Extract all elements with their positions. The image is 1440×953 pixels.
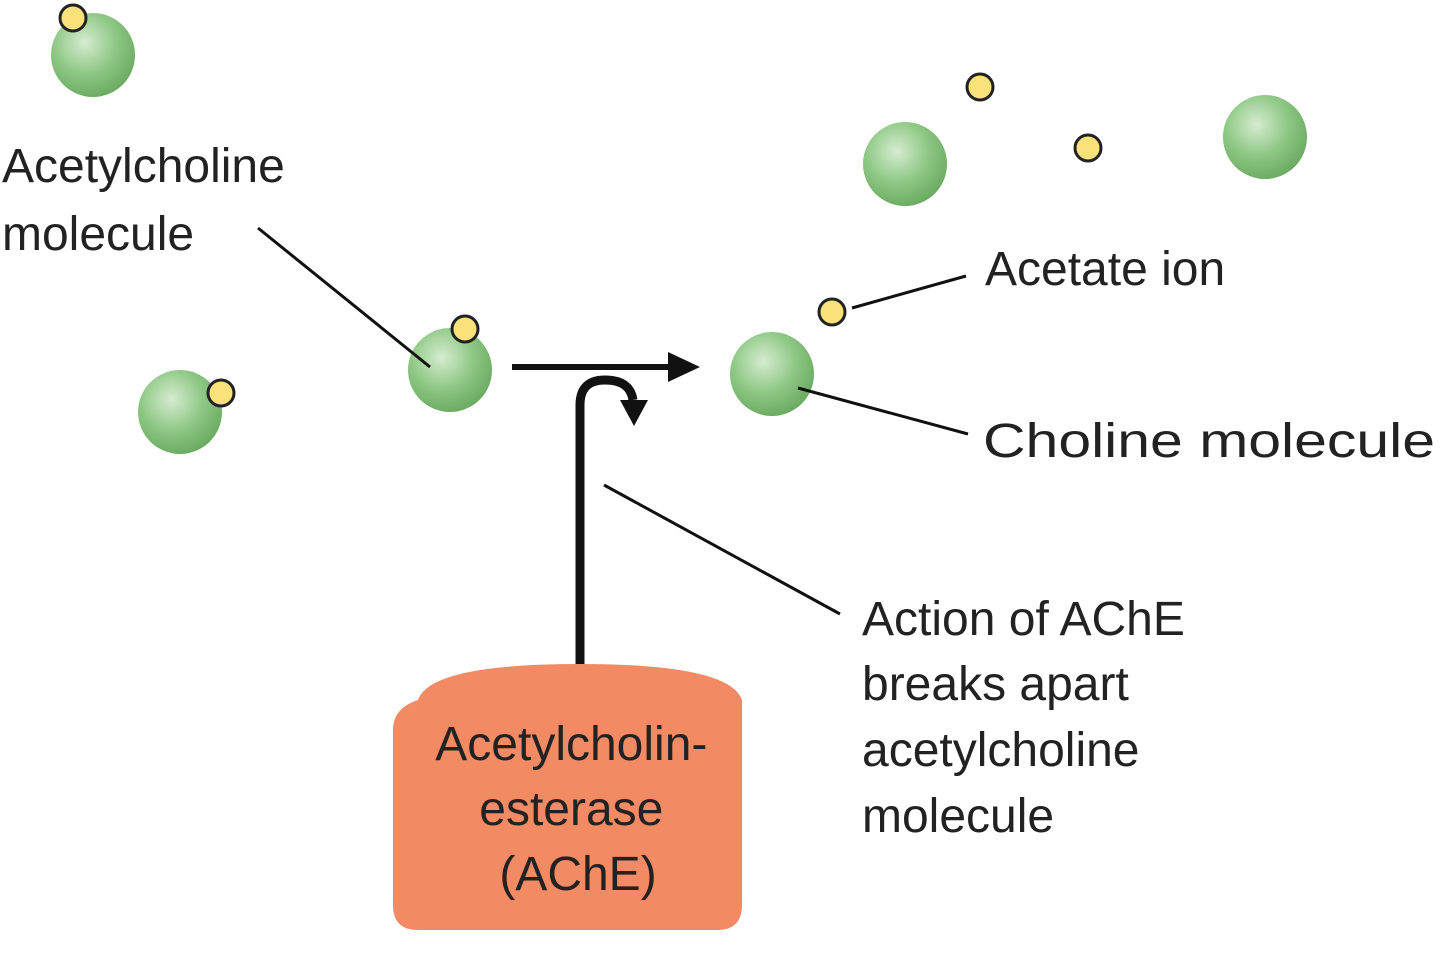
choline-molecule-floating-1: [863, 122, 947, 206]
label-acetylcholine-molecule: Acetylcholine molecule: [2, 140, 298, 261]
choline-molecule-floating-2: [1223, 95, 1307, 179]
choline-molecule-product: [730, 332, 814, 416]
reaction-arrow: [512, 352, 700, 382]
label-acetate-ion: Acetate ion: [985, 243, 1225, 296]
label-ache-enzyme: Acetylcholin- esterase (AChE): [435, 718, 720, 901]
ache-enzyme-shape: [393, 664, 742, 930]
label-acetylcholine-line-2: molecule: [2, 208, 194, 261]
label-action-line-3: acetylcholine: [862, 724, 1140, 777]
label-action-line-2: breaks apart: [862, 658, 1129, 711]
label-enzyme-line-3: (AChE): [499, 848, 656, 901]
leader-line-choline: [797, 386, 969, 436]
label-enzyme-line-1: Acetylcholin-: [435, 718, 707, 771]
leader-line-acetate: [851, 274, 967, 310]
acetylcholine-molecule-lower-left: [138, 370, 236, 454]
label-action-line-4: molecule: [862, 790, 1054, 843]
acetate-ion-floating-2: [1073, 133, 1103, 163]
acetylcholine-molecule-top-left: [51, 3, 135, 97]
leader-line-action: [603, 483, 841, 616]
acetate-ion-floating-1: [965, 72, 995, 102]
label-acetylcholine-line-1: Acetylcholine: [2, 140, 285, 193]
label-choline-molecule: Choline molecule: [983, 415, 1435, 468]
enzyme-action-arrow: [575, 375, 648, 665]
leader-line-acetylcholine: [257, 226, 431, 369]
label-action-of-ache: Action of AChE breaks apart acetylcholin…: [862, 593, 1198, 843]
acetate-ion-product: [817, 297, 847, 327]
label-enzyme-line-2: esterase: [479, 783, 663, 836]
acetylcholine-molecule-reacting: [408, 314, 492, 412]
label-action-line-1: Action of AChE: [862, 593, 1185, 646]
